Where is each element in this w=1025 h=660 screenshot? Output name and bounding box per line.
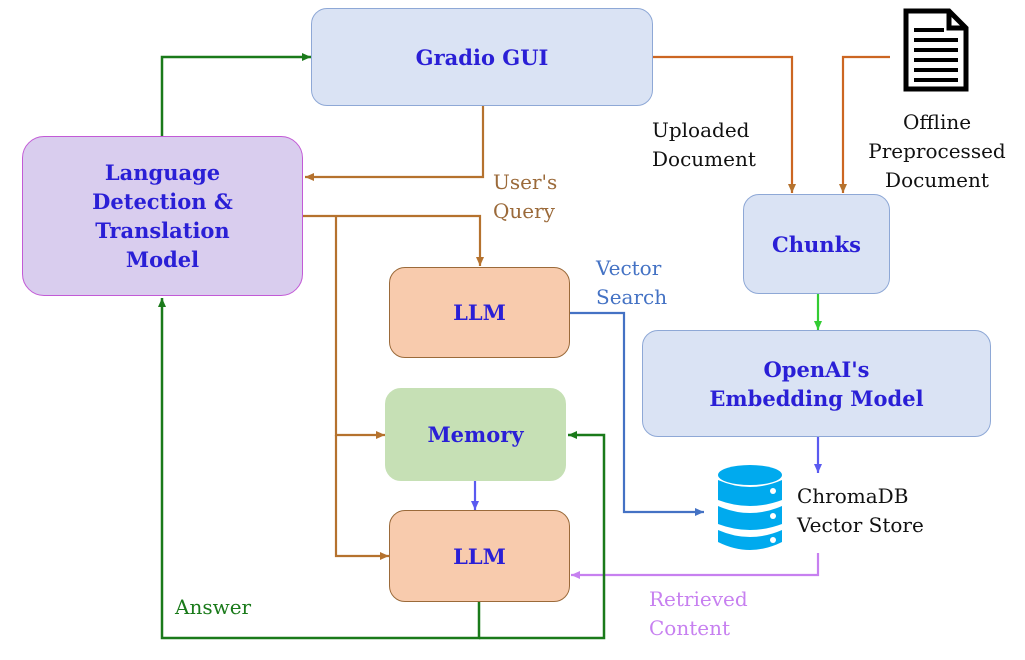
- document-icon: [903, 8, 969, 92]
- answer-to-language-arrow: [158, 298, 481, 640]
- language-to-llm-bottom-arrow: [334, 435, 389, 560]
- memory-label: Memory: [427, 422, 524, 447]
- embedding-model-label: OpenAI's Embedding Model: [709, 356, 924, 411]
- language-to-gradio-arrow: [160, 53, 311, 136]
- uploaded-document-label: Uploaded Document: [652, 118, 756, 171]
- uploaded-document-arrow: [653, 55, 796, 193]
- llm-bottom-node: LLM: [389, 510, 570, 602]
- answer-label: Answer: [175, 595, 252, 619]
- retrieved-content-arrow: [571, 553, 820, 579]
- llm-top-label: LLM: [453, 300, 506, 325]
- language-model-label: Language Detection & Translation Model: [92, 160, 233, 272]
- vector-search-arrow: [570, 311, 704, 516]
- vector-search-label: Vector Search: [596, 256, 668, 309]
- chunks-label: Chunks: [772, 231, 861, 257]
- database-icon: [718, 465, 782, 550]
- users-query-label: User's Query: [493, 170, 558, 223]
- language-to-memory-arrow: [334, 216, 385, 439]
- answer-to-memory-arrow: [479, 431, 606, 640]
- embedding-model-node: OpenAI's Embedding Model: [642, 330, 991, 437]
- llm-bottom-label: LLM: [453, 543, 506, 569]
- memory-node: Memory: [385, 388, 566, 481]
- chunks-node: Chunks: [743, 194, 890, 294]
- gradio-gui-label: Gradio GUI: [415, 44, 549, 70]
- query-to-language-arrow: [305, 106, 485, 181]
- offline-document-arrow: [839, 55, 890, 193]
- llm-top-node: LLM: [389, 267, 570, 358]
- vector-store-label: ChromaDB Vector Store: [797, 484, 924, 537]
- gradio-gui-node: Gradio GUI: [311, 8, 653, 106]
- language-model-node: Language Detection & Translation Model: [22, 136, 303, 296]
- language-to-llm-top-arrow: [303, 214, 484, 266]
- offline-document-label: Offline Preprocessed Document: [868, 110, 1006, 192]
- retrieved-content-label: Retrieved Content: [649, 587, 748, 640]
